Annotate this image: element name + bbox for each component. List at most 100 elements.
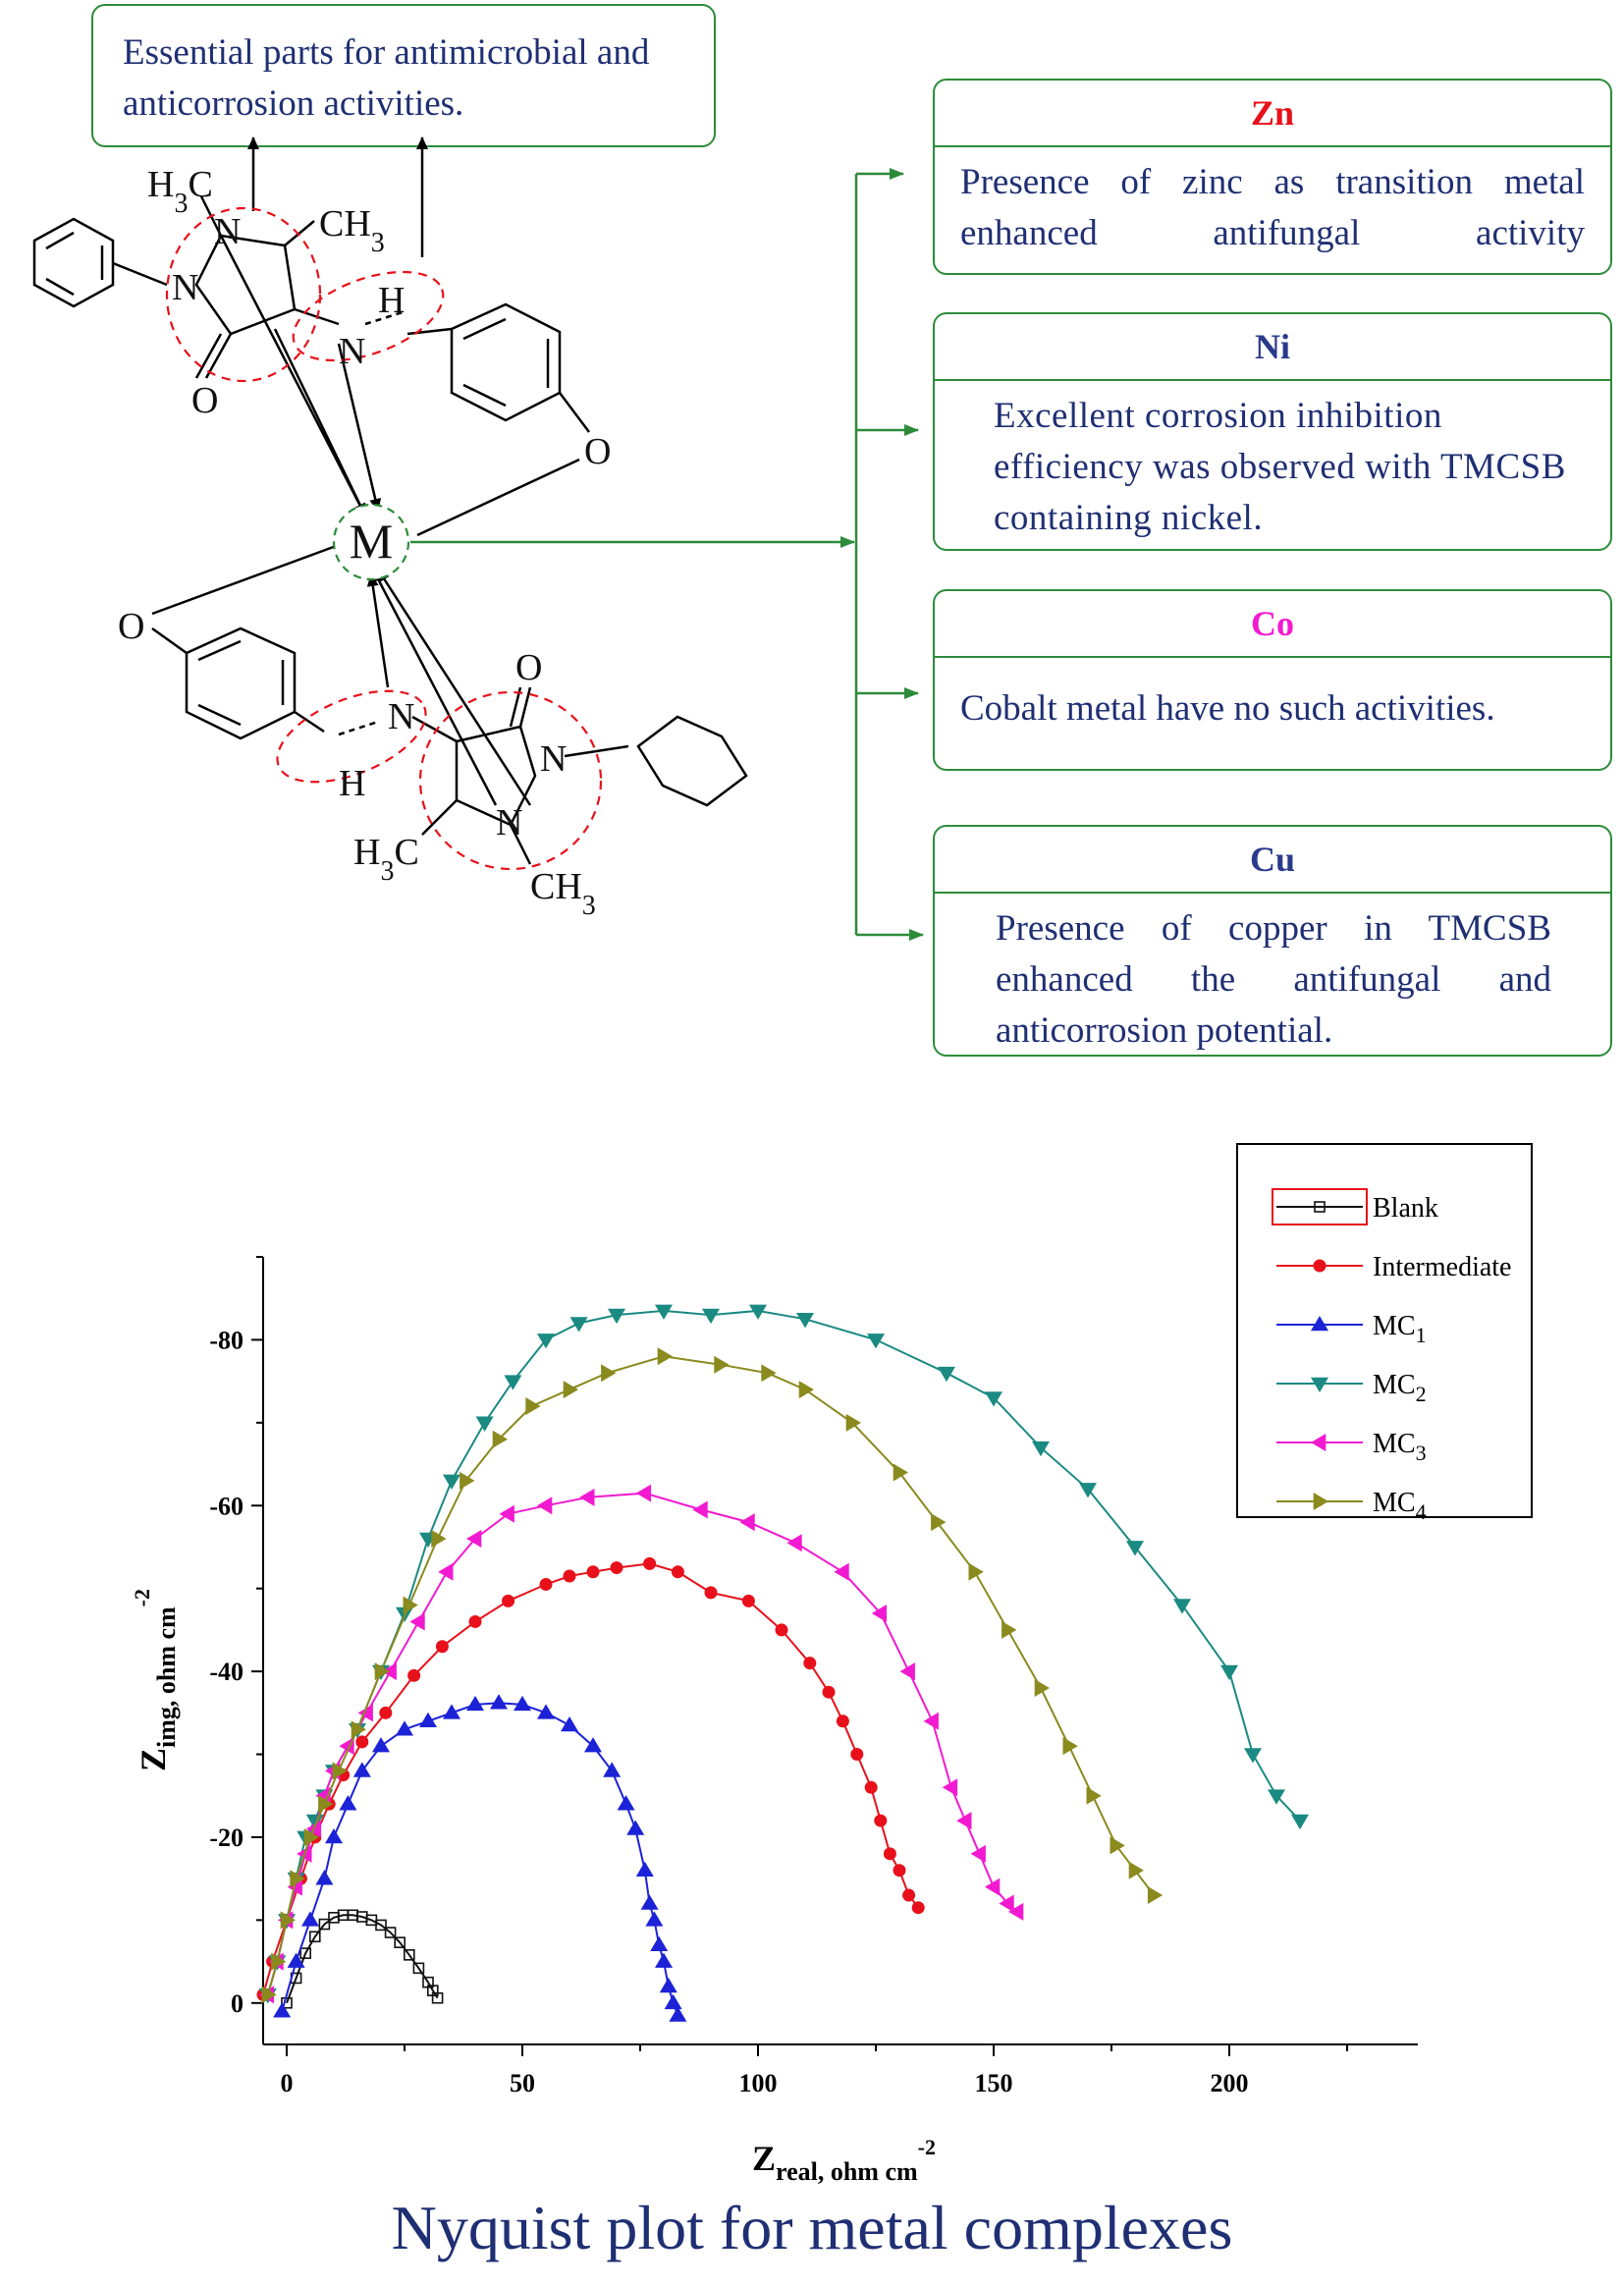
- co-text: Cobalt metal have no such activities.: [960, 688, 1495, 729]
- data-point: [850, 1748, 864, 1762]
- top-phenyl-ring: [32, 217, 115, 308]
- data-point: [290, 1870, 305, 1888]
- data-point: [301, 1911, 319, 1927]
- data-point: [1110, 1836, 1125, 1855]
- data-point: [664, 1993, 682, 2010]
- data-point: [475, 1416, 494, 1432]
- ch3-bottom-label: CH3: [530, 866, 596, 921]
- data-point: [355, 1735, 369, 1749]
- data-point: [372, 1737, 390, 1753]
- legend-highlight: [1272, 1188, 1368, 1225]
- legend-label: MC4: [1373, 1488, 1427, 1524]
- data-point: [702, 1308, 720, 1325]
- series-mc4: [261, 1347, 1164, 2004]
- zn-symbol: Zn: [935, 81, 1610, 147]
- y-tick-label: -40: [209, 1658, 244, 1686]
- data-point: [985, 1391, 1002, 1407]
- data-point: [525, 1396, 541, 1415]
- metal-center-highlight: [332, 503, 410, 581]
- data-point: [845, 1413, 861, 1432]
- data-point: [407, 1668, 421, 1682]
- data-point: [985, 1878, 1001, 1896]
- y-tick-label: 0: [231, 1989, 244, 2018]
- cu-symbol: Cu: [935, 827, 1610, 894]
- essential-parts-text: Essential parts for antimicrobial and an…: [123, 32, 650, 124]
- series-intermediate: [256, 1556, 925, 2001]
- data-point: [1173, 1599, 1191, 1614]
- data-point: [394, 1936, 406, 1948]
- data-point: [539, 1577, 553, 1591]
- data-point: [714, 1355, 730, 1374]
- bottom-imine-highlight: [276, 689, 427, 784]
- data-point: [968, 1562, 984, 1581]
- legend-label: Blank: [1373, 1193, 1438, 1224]
- data-point: [836, 1714, 849, 1728]
- top-pyrazolone-ring: [194, 234, 297, 336]
- data-point: [412, 1962, 425, 1975]
- data-point: [893, 1864, 906, 1878]
- data-point: [775, 1623, 788, 1637]
- y-axis-label: Zimg, ohm cm-2: [130, 1589, 181, 1771]
- x-tick-label: 100: [739, 2069, 778, 2097]
- data-point: [871, 1605, 888, 1623]
- legend-marker: [1313, 1493, 1328, 1510]
- ni-box: Ni Excellent corrosion inhibition effici…: [933, 312, 1612, 551]
- data-point: [938, 1366, 955, 1383]
- data-point: [635, 1861, 654, 1878]
- series-line: [262, 1562, 919, 1995]
- data-point: [379, 1706, 393, 1719]
- data-point: [874, 1814, 888, 1827]
- data-point: [419, 1712, 437, 1728]
- data-point: [466, 1695, 484, 1712]
- data-point: [586, 1565, 600, 1579]
- data-point: [339, 1795, 357, 1811]
- h3c-top-label: H3C: [147, 164, 213, 219]
- chart-title: Nyquist plot for metal complexes: [391, 2193, 1233, 2262]
- ni-text: Excellent corrosion inhibition efficienc…: [994, 396, 1566, 538]
- n2-top-label: N: [172, 267, 198, 308]
- data-point: [610, 1561, 623, 1575]
- data-point: [657, 1347, 673, 1366]
- legend-label: MC3: [1373, 1429, 1427, 1465]
- data-point: [374, 1662, 390, 1681]
- data-point: [403, 1596, 418, 1614]
- data-point: [1147, 1886, 1164, 1905]
- data-point: [608, 1308, 625, 1325]
- ch3-top-label: CH3: [319, 203, 385, 258]
- data-point: [504, 1375, 522, 1390]
- data-point: [357, 1704, 373, 1722]
- data-point: [438, 1562, 454, 1581]
- top-phenol-ring: [450, 302, 562, 422]
- data-point: [431, 1530, 447, 1549]
- data-point: [739, 1513, 755, 1532]
- data-point: [671, 1565, 684, 1579]
- data-point: [786, 1534, 802, 1552]
- n2-bottom-label: N: [496, 802, 522, 844]
- data-point: [563, 1569, 576, 1583]
- data-point: [669, 2006, 687, 2022]
- data-point: [443, 1704, 460, 1719]
- data-point: [692, 1500, 708, 1519]
- legend-marker: [1314, 1201, 1326, 1213]
- x-axis-label: Zreal, ohm cm-2: [752, 2135, 936, 2186]
- data-point: [1062, 1737, 1078, 1756]
- data-point: [561, 1715, 578, 1732]
- data-point: [643, 1556, 657, 1570]
- legend-marker: [1313, 1259, 1326, 1273]
- metal-complex-structure: M H3C CH3 N N O N H O O N H O N N H3C CH…: [32, 136, 855, 921]
- h-imine-bottom-label: H: [339, 763, 365, 804]
- data-point: [303, 1827, 319, 1846]
- data-point: [1268, 1789, 1285, 1805]
- data-point: [1244, 1748, 1262, 1764]
- x-tick-label: 200: [1211, 2069, 1249, 2097]
- metal-label: M: [350, 514, 393, 569]
- data-point: [492, 1430, 508, 1448]
- data-point: [822, 1685, 836, 1699]
- data-point: [883, 1847, 896, 1861]
- legend-marker: [1311, 1316, 1328, 1332]
- data-point: [1001, 1620, 1017, 1639]
- data-point: [514, 1695, 531, 1712]
- o-top-label: O: [191, 380, 218, 421]
- legend-marker: [1311, 1434, 1326, 1451]
- data-point: [499, 1504, 514, 1523]
